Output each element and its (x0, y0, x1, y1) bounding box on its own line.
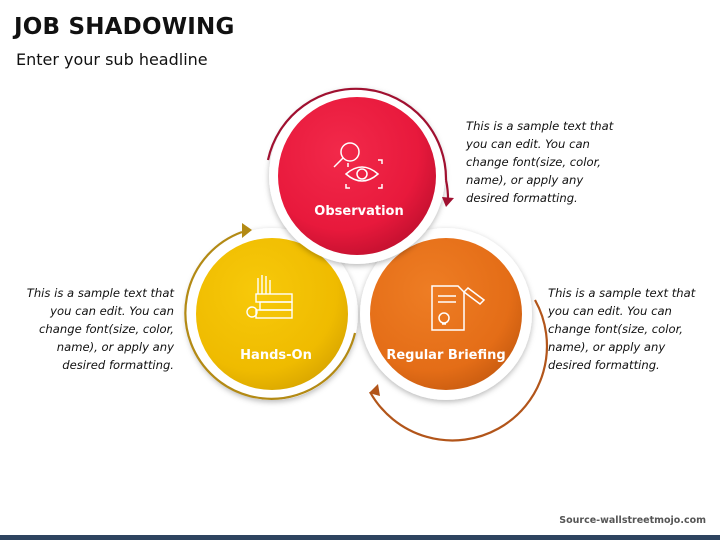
observation-description: This is a sample text that you can edit.… (466, 119, 614, 205)
hands-on-description: This is a sample text that you can edit.… (26, 286, 174, 372)
observation-outer-arc-lower (444, 179, 450, 201)
source-credit: Source-wallstreetmojo.com (559, 515, 706, 526)
observation-node (266, 87, 454, 264)
hands-on-outer-arc (184, 230, 357, 400)
regular-briefing-label: Regular Briefing (386, 348, 505, 363)
regular-briefing-outer-arc (369, 299, 549, 442)
observation-arrow-icon (442, 197, 454, 207)
hands-on-arrow-icon (242, 223, 252, 238)
hands-on-node (184, 223, 358, 400)
regular-briefing-node (360, 228, 549, 442)
hands-on-label: Hands-On (240, 348, 312, 363)
document-pen-bulb-icon (431, 285, 486, 331)
observation-outer-arc-upper (266, 87, 448, 181)
page-subtitle: Enter your sub headline (16, 50, 208, 69)
observation-label: Observation (314, 204, 403, 219)
page-title: JOB SHADOWING (14, 14, 235, 40)
hand-gears-books-icon (246, 275, 293, 319)
bottom-accent-bar (0, 535, 720, 540)
regular-briefing-arrow-icon (369, 384, 380, 396)
regular-briefing-description: This is a sample text that you can edit.… (548, 286, 696, 372)
hands-on-circle (196, 238, 348, 390)
magnifier-eye-icon (333, 142, 383, 189)
